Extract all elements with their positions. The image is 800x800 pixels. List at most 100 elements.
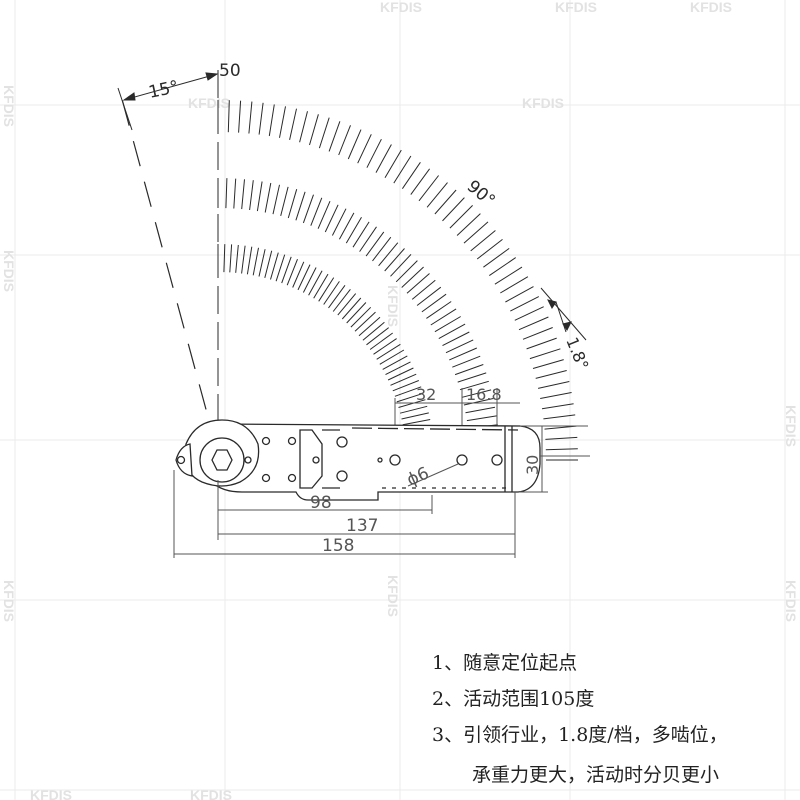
watermark-logo: KFDIS	[190, 787, 232, 800]
tick-mark	[373, 338, 397, 355]
tick-mark	[249, 180, 254, 211]
tick-mark	[454, 364, 484, 376]
tick-mark	[459, 380, 489, 391]
watermark-logo: KFDIS	[555, 0, 597, 15]
tick-mark	[275, 254, 286, 282]
hinge-holes	[176, 436, 503, 483]
tick-mark	[328, 121, 341, 152]
dimension-158-label: 158	[322, 536, 354, 556]
tick-mark	[376, 343, 401, 360]
bottom-dimension-lines	[173, 470, 516, 558]
dimension-30-label: 30	[523, 455, 542, 475]
tick-mark	[456, 213, 481, 236]
radius-50-label: 50	[219, 61, 241, 81]
tick-mark	[406, 273, 430, 294]
tick-mark	[421, 293, 447, 313]
tick-mark	[346, 302, 367, 324]
tick-mark	[375, 144, 392, 173]
tick-mark	[532, 359, 564, 369]
tick-mark	[357, 134, 372, 164]
tick-mark	[402, 419, 431, 426]
tick-mark	[281, 256, 292, 284]
tick-mark	[268, 104, 275, 137]
tick-mark	[358, 316, 381, 337]
step-angle-label: 1.8°	[562, 334, 592, 372]
tick-mark	[372, 236, 392, 262]
tick-mark	[256, 181, 263, 212]
tick-mark	[449, 347, 477, 361]
tick-mark	[252, 247, 259, 276]
tick-mark	[350, 306, 372, 328]
tick-mark	[258, 102, 264, 135]
tick-mark	[395, 260, 418, 283]
tick-mark	[544, 425, 577, 430]
tick-mark	[302, 194, 314, 224]
rotation-tick-arcs	[217, 100, 578, 461]
watermark-logo: KFDIS	[385, 285, 401, 327]
tick-mark	[426, 182, 448, 208]
tick-mark	[223, 244, 226, 273]
tick-mark	[299, 111, 308, 143]
tick-mark	[445, 339, 474, 354]
tick-mark	[225, 178, 228, 209]
tick-mark	[238, 100, 242, 133]
note-line-3: 3、引领行业，1.8度/档，多啮位，	[432, 724, 728, 746]
tick-mark	[366, 138, 382, 168]
tick-mark	[401, 412, 429, 420]
tick-mark	[510, 296, 540, 312]
tick-mark	[384, 248, 405, 272]
tick-mark	[543, 414, 576, 420]
tick-mark	[466, 415, 497, 422]
tick-mark	[449, 205, 473, 229]
watermark-logo: KFDIS	[783, 405, 799, 447]
tick-mark	[489, 257, 516, 277]
tick-mark	[345, 217, 362, 244]
tick-mark	[289, 108, 297, 141]
tick-mark	[366, 327, 390, 346]
angle-15-label: 15°	[147, 77, 181, 103]
tick-mark	[545, 436, 578, 440]
tick-mark	[338, 125, 351, 156]
watermark-logo: KFDIS	[1, 580, 17, 622]
tick-mark	[452, 355, 481, 368]
tick-mark	[369, 332, 393, 350]
tick-mark	[398, 399, 426, 408]
tick-mark	[264, 182, 272, 213]
tick-mark	[313, 273, 329, 299]
tick-mark	[434, 316, 461, 333]
tick-mark	[292, 261, 305, 288]
tick-mark	[246, 246, 253, 275]
tick-mark	[347, 129, 362, 160]
tick-mark	[442, 197, 465, 222]
tick-mark	[323, 281, 340, 305]
tick-mark	[418, 175, 439, 202]
tick-mark	[442, 331, 470, 347]
note-line-4: 承重力更大，活动时分贝更小	[472, 764, 720, 786]
tick-mark	[505, 286, 534, 303]
tick-mark	[545, 448, 578, 451]
tick-mark	[514, 306, 544, 321]
dimension-16-8-label: 16.8	[466, 385, 502, 404]
tick-mark	[235, 244, 239, 273]
tick-mark	[332, 288, 351, 312]
tick-mark	[463, 398, 494, 406]
tick-mark	[241, 179, 245, 210]
tick-mark	[463, 221, 489, 244]
tick-mark	[286, 259, 298, 286]
watermark-logo: KFDIS	[1, 85, 17, 127]
tick-mark	[227, 100, 230, 133]
tick-mark	[318, 277, 335, 302]
watermark-logo: KFDIS	[783, 580, 799, 622]
watermark-logo: KFDIS	[690, 0, 732, 15]
tick-mark	[396, 392, 424, 403]
tick-mark	[483, 247, 510, 268]
tick-mark	[461, 389, 492, 398]
tick-mark	[385, 361, 411, 376]
watermark-logo: KFDIS	[1, 250, 17, 292]
tick-mark	[494, 266, 523, 285]
tick-mark	[233, 178, 237, 209]
tick-mark	[434, 189, 457, 215]
tick-mark	[318, 117, 330, 149]
tick-mark	[457, 372, 487, 383]
step-angle-dimension	[540, 287, 587, 341]
